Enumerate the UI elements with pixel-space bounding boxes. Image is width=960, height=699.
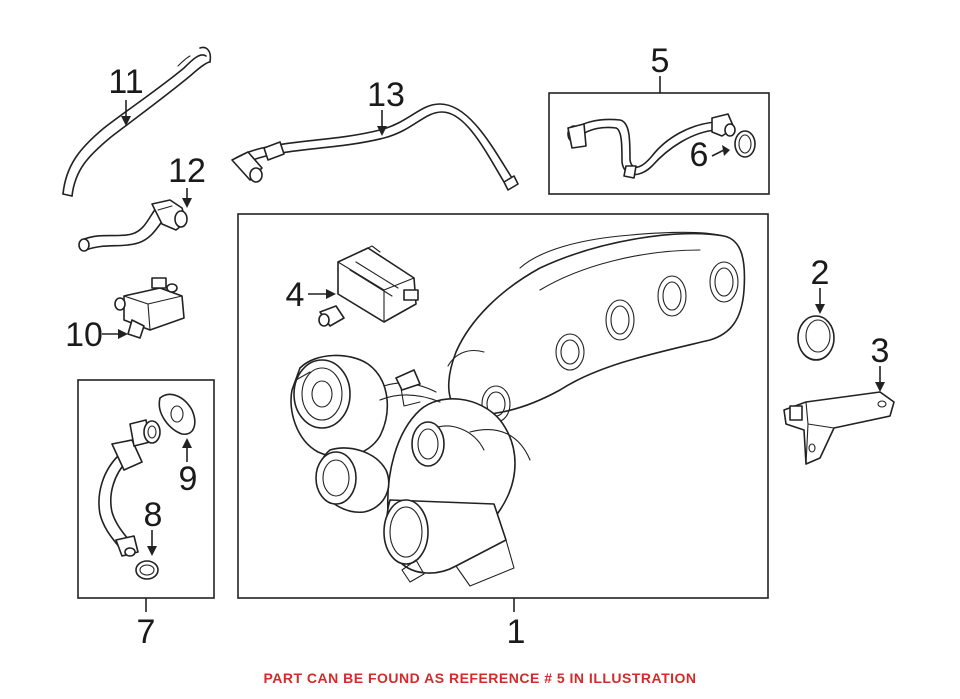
arrowhead-12: [182, 198, 192, 208]
arrowhead-6: [722, 145, 730, 156]
turbocharger-group-box: [237, 213, 769, 599]
callout-13: 13: [367, 76, 405, 114]
part-7-oil-return-line: [98, 419, 161, 557]
callout-4: 4: [286, 276, 305, 314]
part-6-gasket: [734, 130, 756, 158]
arrowhead-11: [121, 116, 131, 126]
leader-lines: [102, 76, 885, 612]
arrowhead-9: [182, 438, 192, 448]
part-5-oil-feed-line: [567, 113, 736, 179]
arrowhead-3: [875, 382, 885, 392]
part-13-vent-line: [231, 103, 519, 191]
arrowhead-13: [377, 126, 387, 136]
part-11-vacuum-hose: [62, 46, 212, 197]
callout-numbers: 11 12 13 5 6 2 3 4 10 9 8 7 1: [65, 42, 889, 651]
oil-feed-line-box: [548, 92, 770, 195]
callout-12: 12: [168, 152, 206, 190]
part-2-seal-ring: [797, 315, 835, 361]
part-10-pressure-converter: [114, 277, 185, 339]
leader-6: [711, 149, 725, 157]
part-4-actuator: [318, 245, 419, 327]
part-12-connector-hose: [78, 199, 188, 252]
callout-6: 6: [690, 136, 709, 174]
arrowhead-8: [147, 546, 157, 556]
callout-5: 5: [651, 42, 670, 80]
callout-11: 11: [108, 63, 143, 101]
part-9-gasket: [158, 393, 196, 435]
arrowhead-10: [118, 329, 128, 339]
arrowhead-2: [815, 304, 825, 314]
part-1-turbocharger: [290, 231, 746, 587]
callout-3: 3: [871, 332, 890, 370]
part-8-o-ring: [135, 560, 159, 580]
callout-8: 8: [144, 496, 163, 534]
callout-9: 9: [179, 460, 198, 498]
callout-7: 7: [137, 613, 156, 651]
arrowhead-4: [326, 289, 336, 299]
callout-10: 10: [65, 316, 103, 354]
callout-1: 1: [507, 613, 526, 651]
callout-2: 2: [811, 254, 830, 292]
part-3-bracket: [783, 391, 895, 465]
reference-note: PART CAN BE FOUND AS REFERENCE # 5 IN IL…: [263, 670, 697, 686]
